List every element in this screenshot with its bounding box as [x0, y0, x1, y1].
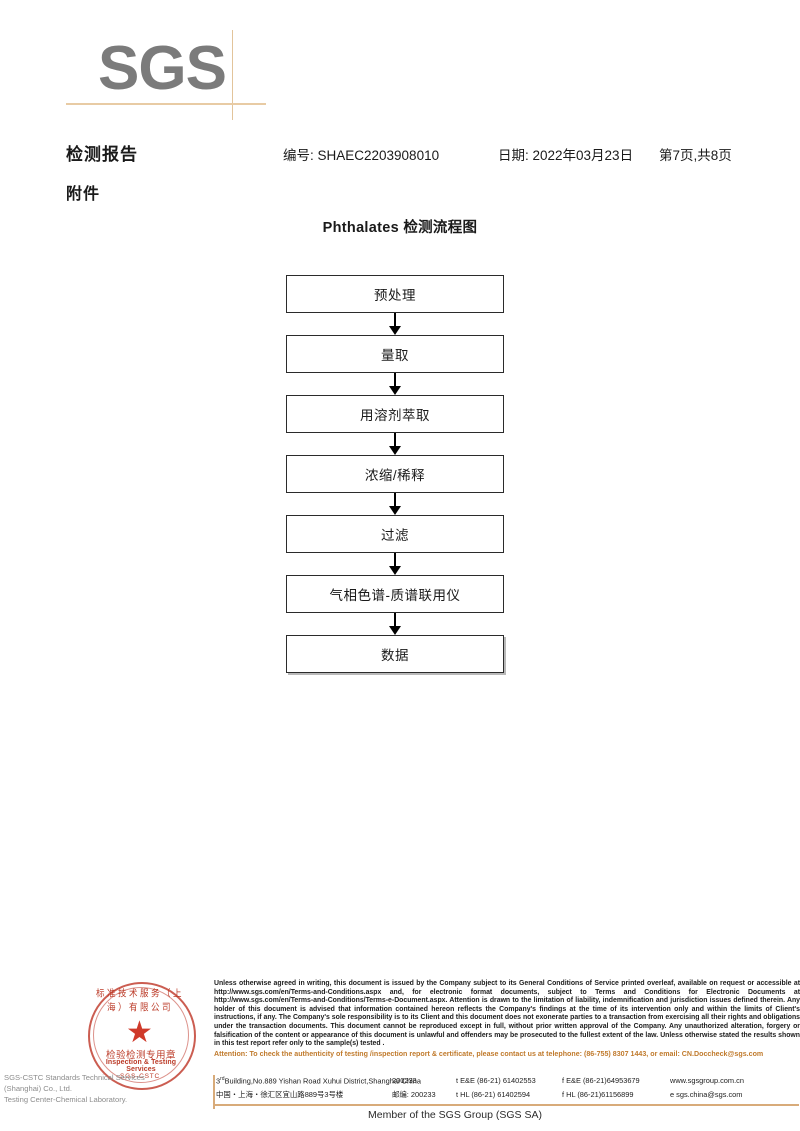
flow-arrow-icon	[286, 553, 504, 575]
flow-node: 浓缩/稀释	[286, 455, 504, 493]
logo-vertical-rule	[232, 30, 233, 120]
flow-node-label: 量取	[381, 348, 409, 363]
flowchart-title: Phthalates 检测流程图	[322, 220, 478, 236]
address-row: 中国・上海・徐汇区宜山路889号3号楼 邮编: 200233 t HL (86-…	[216, 1089, 800, 1102]
page-title: 检测报告	[66, 145, 138, 164]
address-block: 3rdBuilding,No.889 Yishan Road Xuhui Dis…	[216, 1076, 800, 1102]
sgs-logo-area: SGS	[0, 0, 800, 130]
flow-node-label: 用溶剂萃取	[360, 408, 430, 423]
stamp-inner-ring	[93, 987, 189, 1083]
arrow-shaft	[394, 613, 396, 628]
flow-node-label: 数据	[381, 648, 409, 663]
street-rest: 中国・上海・徐汇区宜山路889号3号楼	[216, 1090, 344, 1099]
arrow-shaft	[394, 433, 396, 448]
star-icon: ★	[126, 1016, 153, 1049]
arrow-shaft	[394, 373, 396, 388]
arrow-shaft	[394, 553, 396, 568]
arrow-head	[389, 506, 401, 515]
flow-node: 量取	[286, 335, 504, 373]
laboratory-name: SGS-CSTC Standards Technical Services (S…	[4, 1072, 180, 1105]
flow-node-label: 浓缩/稀释	[364, 468, 426, 483]
official-stamp: 标准技术服务（上海）有限公司 ★ 检验检测专用章 Inspection & Te…	[62, 974, 212, 1109]
attention-notice-text: Attention: To check the authenticity of …	[214, 1049, 764, 1058]
arrow-head	[389, 626, 401, 635]
stamp-title-english: Inspection & Testing Services	[105, 1059, 177, 1073]
address-street: 3rdBuilding,No.889 Yishan Road Xuhui Dis…	[216, 1076, 421, 1086]
flow-arrow-icon	[286, 493, 504, 515]
flow-node: 过滤	[286, 515, 504, 553]
arrow-head	[389, 386, 401, 395]
flow-node-label: 预处理	[374, 288, 416, 303]
flow-node-label: 过滤	[381, 528, 409, 543]
member-of-group-text: Member of the SGS Group (SGS SA)	[368, 1109, 542, 1121]
flow-node: 预处理	[286, 275, 504, 313]
stamp-subtext: SGS-CSTC	[120, 1073, 160, 1080]
flow-arrow-icon	[286, 433, 504, 455]
street-number-prefix: 3	[216, 1076, 221, 1086]
sgs-logo-wordmark: SGS	[98, 34, 227, 103]
logo-horizontal-rule	[66, 103, 266, 105]
street-ordinal-suffix: rd	[220, 1076, 225, 1082]
laboratory-name-line-1: SGS-CSTC Standards Technical Services (S…	[4, 1073, 145, 1093]
flowchart-steps: 预处理 量取 用溶剂萃取 浓缩/稀释 过滤	[286, 275, 504, 673]
street-rest: Building,No.889 Yishan Road Xuhui Distri…	[224, 1076, 421, 1086]
stamp-outer-ring	[88, 982, 196, 1090]
flow-arrow-icon	[286, 613, 504, 635]
flow-node-label: 气相色谱-质谱联用仪	[329, 588, 461, 603]
address-postcode: 邮编: 200233	[392, 1090, 436, 1099]
address-street: 中国・上海・徐汇区宜山路889号3号楼	[216, 1089, 392, 1100]
flow-arrow-icon	[286, 313, 504, 335]
address-telephone: t HL (86-21) 61402594	[456, 1090, 531, 1099]
arrow-head	[389, 326, 401, 335]
flow-arrow-icon	[286, 373, 504, 395]
laboratory-name-line-2: Testing Center-Chemical Laboratory.	[4, 1095, 128, 1104]
attachment-label: 附件	[66, 186, 101, 203]
arrow-shaft	[394, 313, 396, 328]
address-email[interactable]: e sgs.china@sgs.com	[670, 1090, 743, 1099]
flow-node: 数据	[286, 635, 504, 673]
arrow-shaft	[394, 493, 396, 508]
flow-node: 气相色谱-质谱联用仪	[286, 575, 504, 613]
flow-node: 用溶剂萃取	[286, 395, 504, 433]
footer-horizontal-divider	[213, 1104, 799, 1106]
address-website[interactable]: www.sgsgroup.com.cn	[670, 1076, 744, 1086]
flowchart: Phthalates 检测流程图 预处理 量取 用溶剂萃取 浓缩/稀释	[0, 216, 800, 673]
arrow-head	[389, 446, 401, 455]
page-number: 第7页,共8页	[659, 148, 732, 163]
report-date: 日期: 2022年03月23日	[498, 148, 634, 163]
report-header: 检测报告 编号: SHAEC2203908010 日期: 2022年03月23日…	[0, 140, 800, 166]
stamp-company-arc-text: 标准技术服务（上海）有限公司	[95, 987, 184, 1013]
address-postcode: 200233	[392, 1076, 417, 1086]
address-telephone: t E&E (86-21) 61402553	[456, 1076, 536, 1086]
legal-terms-text: Unless otherwise agreed in writing, this…	[214, 980, 800, 1048]
address-fax: f HL (86-21)61156899	[562, 1090, 634, 1099]
address-row: 3rdBuilding,No.889 Yishan Road Xuhui Dis…	[216, 1076, 800, 1089]
stamp-title-chinese: 检验检测专用章	[105, 1050, 176, 1061]
address-fax: f E&E (86-21)64953679	[562, 1076, 640, 1086]
document-footer: 标准技术服务（上海）有限公司 ★ 检验检测专用章 Inspection & Te…	[0, 972, 800, 1131]
arrow-head	[389, 566, 401, 575]
footer-vertical-divider	[213, 1075, 215, 1109]
report-number: 编号: SHAEC2203908010	[283, 148, 440, 163]
legal-notice-block: Unless otherwise agreed in writing, this…	[214, 980, 800, 1059]
